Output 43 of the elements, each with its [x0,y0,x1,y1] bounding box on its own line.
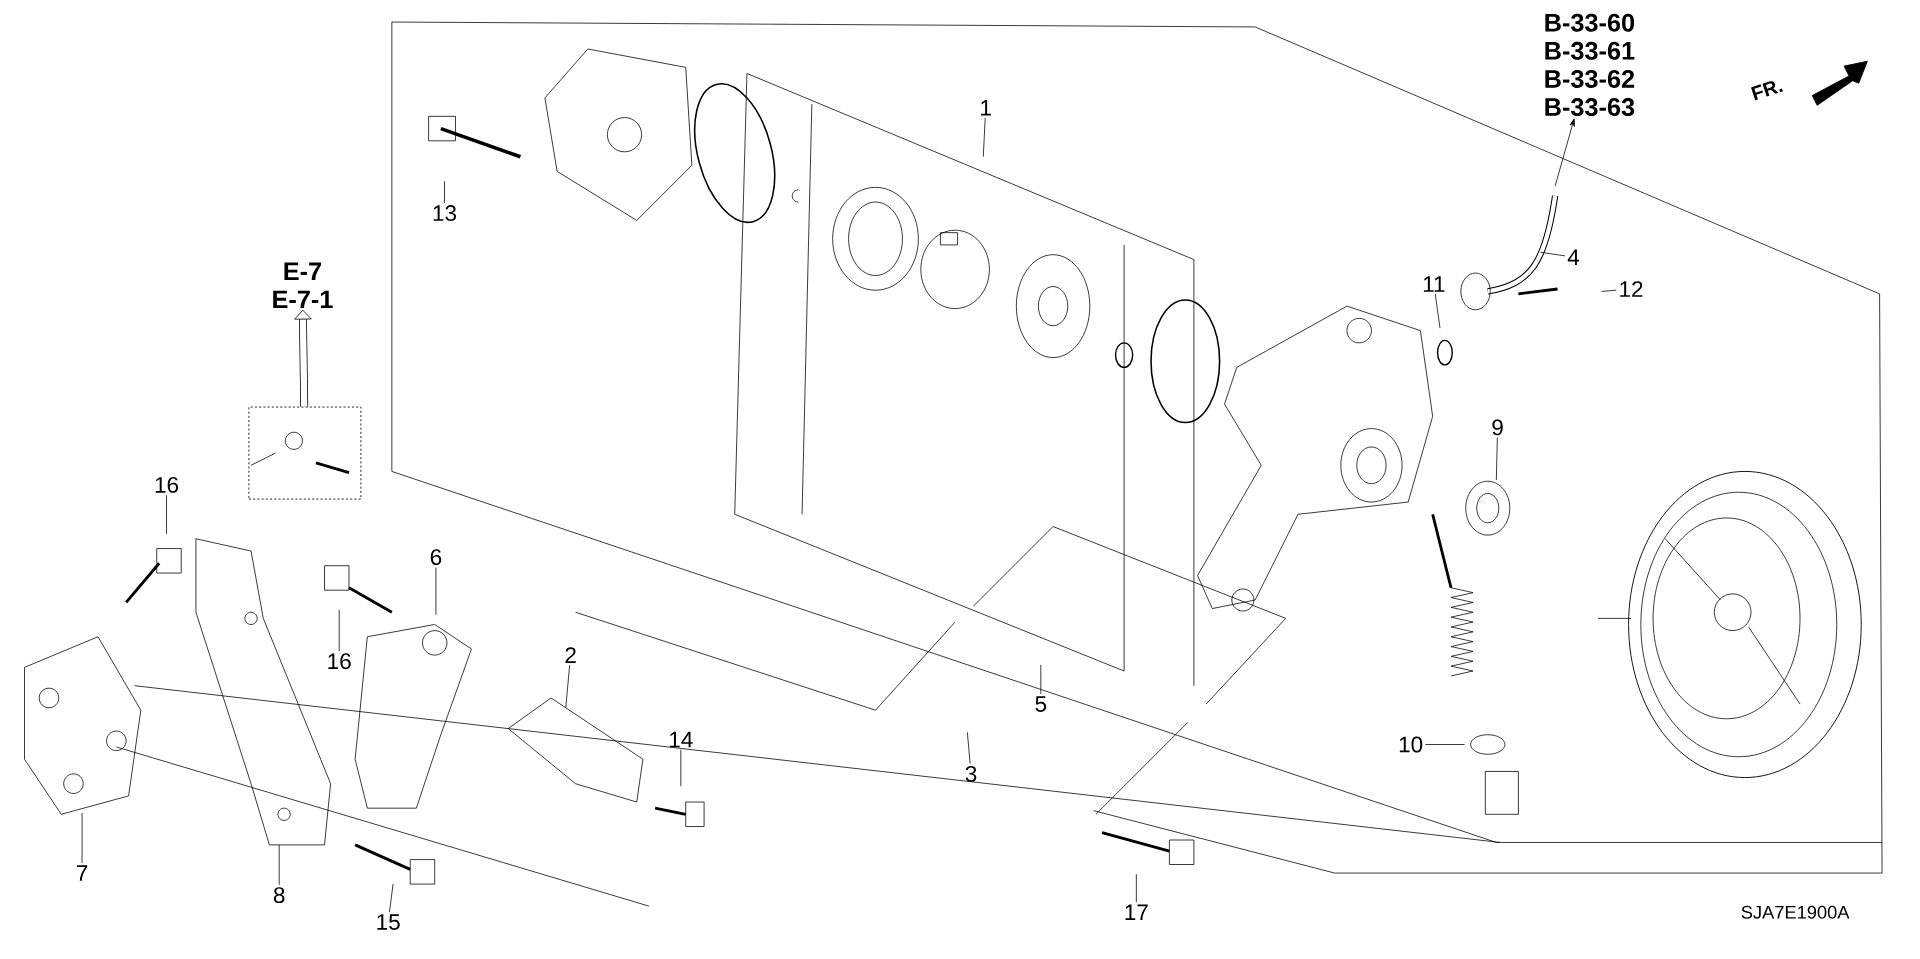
callout-number: 16 [155,477,179,493]
callout-number: 14 [670,731,693,748]
callout-number: 4 [1567,249,1580,265]
leader-line [81,812,83,864]
leader-line [1425,744,1465,745]
leader-line [565,664,571,709]
callout-number: 10 [1399,736,1423,753]
diagram-code: SJA7E1900A [1741,905,1850,919]
leader-line [389,883,394,913]
callout-number: 13 [433,205,456,222]
leader-line [1434,293,1441,329]
leader-line [680,749,682,787]
direction-label: FR. [1751,81,1783,101]
callout-number: 8 [273,887,285,904]
leader-line [435,567,437,616]
detail-box [248,406,362,500]
leader-line [444,180,445,204]
callout-number: 16 [328,653,351,670]
leader-line [1540,251,1566,257]
leader-line [1135,874,1137,903]
reference-label: B-33-60 B-33-61 B-33-62 B-33-63 [1545,13,1635,117]
leader-line [278,844,280,886]
callout-number: 11 [1423,276,1445,292]
callout-number: 5 [1035,696,1047,713]
leader-line [166,494,167,535]
callout-number: 12 [1620,281,1643,297]
callout-number: 6 [430,549,442,566]
callout-number: 15 [377,914,400,930]
leader-line [966,731,971,765]
callout-number: 9 [1492,419,1503,436]
leader-line [1040,664,1042,695]
leader-line [982,117,986,158]
leader-line [1601,289,1617,292]
callout-number: 17 [1125,904,1148,921]
arrow [294,309,312,407]
arrow [1554,118,1575,187]
callout-number: 7 [76,865,88,881]
reference-label: E-7 E-7-1 [273,262,333,309]
callout-number: 2 [565,647,576,664]
leader-line [1495,437,1498,481]
callout-number: 1 [981,100,991,116]
callout-number: 3 [965,766,977,782]
leader-line [338,609,340,652]
